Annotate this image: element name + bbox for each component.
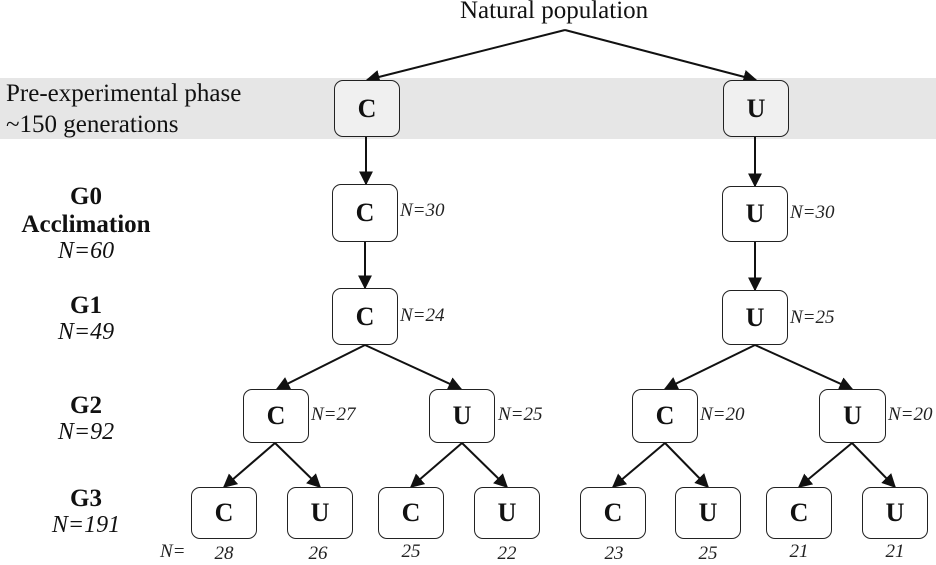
g0-node-c: C bbox=[332, 184, 398, 242]
g1-node-c-n: N=24 bbox=[400, 305, 445, 326]
g1-node-u-n: N=25 bbox=[790, 307, 835, 328]
arrow-g2-3-to-g3-5 bbox=[611, 442, 666, 488]
g2-node-3: C bbox=[632, 389, 698, 443]
arrow-natural-to-phase-u bbox=[564, 29, 758, 84]
diagram-title: Natural population bbox=[460, 0, 649, 24]
gen-g3-name: G3 bbox=[70, 485, 102, 512]
g2-node-1-n: N=27 bbox=[311, 404, 356, 425]
gen-g1-n: N=49 bbox=[57, 319, 115, 345]
gen-g2-name: G2 bbox=[70, 392, 102, 419]
arrow-g1-u-to-g2-3 bbox=[663, 344, 756, 390]
g2-node-2-n: N=25 bbox=[498, 404, 543, 425]
g2-node-1: C bbox=[243, 389, 309, 443]
g3-count-8: 21 bbox=[885, 541, 905, 562]
g3-node-1: C bbox=[191, 487, 257, 539]
g1-node-u: U bbox=[722, 290, 788, 345]
phase-node-c: C bbox=[334, 80, 400, 137]
phase-line-1: Pre-experimental phase bbox=[6, 80, 242, 107]
arrow-g1-u-to-g2-4 bbox=[754, 344, 854, 391]
phase-node-u: U bbox=[723, 80, 789, 137]
g3-count-2: 26 bbox=[308, 543, 328, 564]
g3-count-5: 23 bbox=[604, 543, 624, 564]
g0-node-c-n: N=30 bbox=[400, 200, 445, 221]
gen-g0-sub: Acclimation bbox=[21, 211, 151, 238]
arrow-g2-4-to-g3-7 bbox=[797, 442, 853, 488]
g2-node-4: U bbox=[819, 389, 886, 443]
g1-node-c: C bbox=[332, 288, 398, 345]
arrow-g1-c-to-g2-2 bbox=[364, 344, 463, 391]
g3-count-1: 28 bbox=[214, 543, 234, 564]
g0-node-u-n: N=30 bbox=[790, 202, 835, 223]
g2-node-4-n: N=20 bbox=[888, 404, 933, 425]
arrow-g2-1-to-g3-1 bbox=[222, 442, 276, 488]
arrow-g2-2-to-g3-3 bbox=[409, 442, 463, 488]
g3-node-5: C bbox=[580, 487, 646, 539]
g3-count-3: 25 bbox=[401, 541, 421, 562]
arrow-g1-c-to-g2-1 bbox=[275, 344, 366, 390]
gen-g0-n: N=60 bbox=[57, 238, 115, 264]
arrow-g2-4-to-g3-8 bbox=[851, 442, 896, 489]
g2-node-2: U bbox=[429, 389, 495, 443]
g3-node-2: U bbox=[287, 487, 353, 539]
arrow-g2-1-to-g3-2 bbox=[274, 442, 322, 488]
gen-g2-n: N=92 bbox=[57, 419, 115, 445]
phase-line-2: ~150 generations bbox=[6, 111, 179, 138]
g3-count-7: 21 bbox=[789, 541, 809, 562]
g3-count-4: 22 bbox=[497, 543, 517, 564]
g3-count-prefix: N= bbox=[160, 541, 186, 562]
arrow-natural-to-phase-c bbox=[365, 29, 566, 84]
gen-g3-n: N=191 bbox=[51, 512, 121, 538]
arrow-g2-2-to-g3-4 bbox=[461, 442, 509, 488]
g3-node-6: U bbox=[675, 487, 741, 539]
g0-node-u: U bbox=[722, 186, 788, 242]
g3-node-8: U bbox=[862, 487, 928, 539]
g3-node-3: C bbox=[378, 487, 444, 539]
arrow-g2-3-to-g3-6 bbox=[664, 442, 709, 489]
gen-g1-name: G1 bbox=[70, 292, 102, 319]
gen-g0-name: G0 bbox=[70, 183, 102, 210]
g3-count-6: 25 bbox=[698, 543, 718, 564]
g3-node-7: C bbox=[766, 487, 832, 539]
g3-node-4: U bbox=[474, 487, 540, 539]
g2-node-3-n: N=20 bbox=[700, 404, 745, 425]
